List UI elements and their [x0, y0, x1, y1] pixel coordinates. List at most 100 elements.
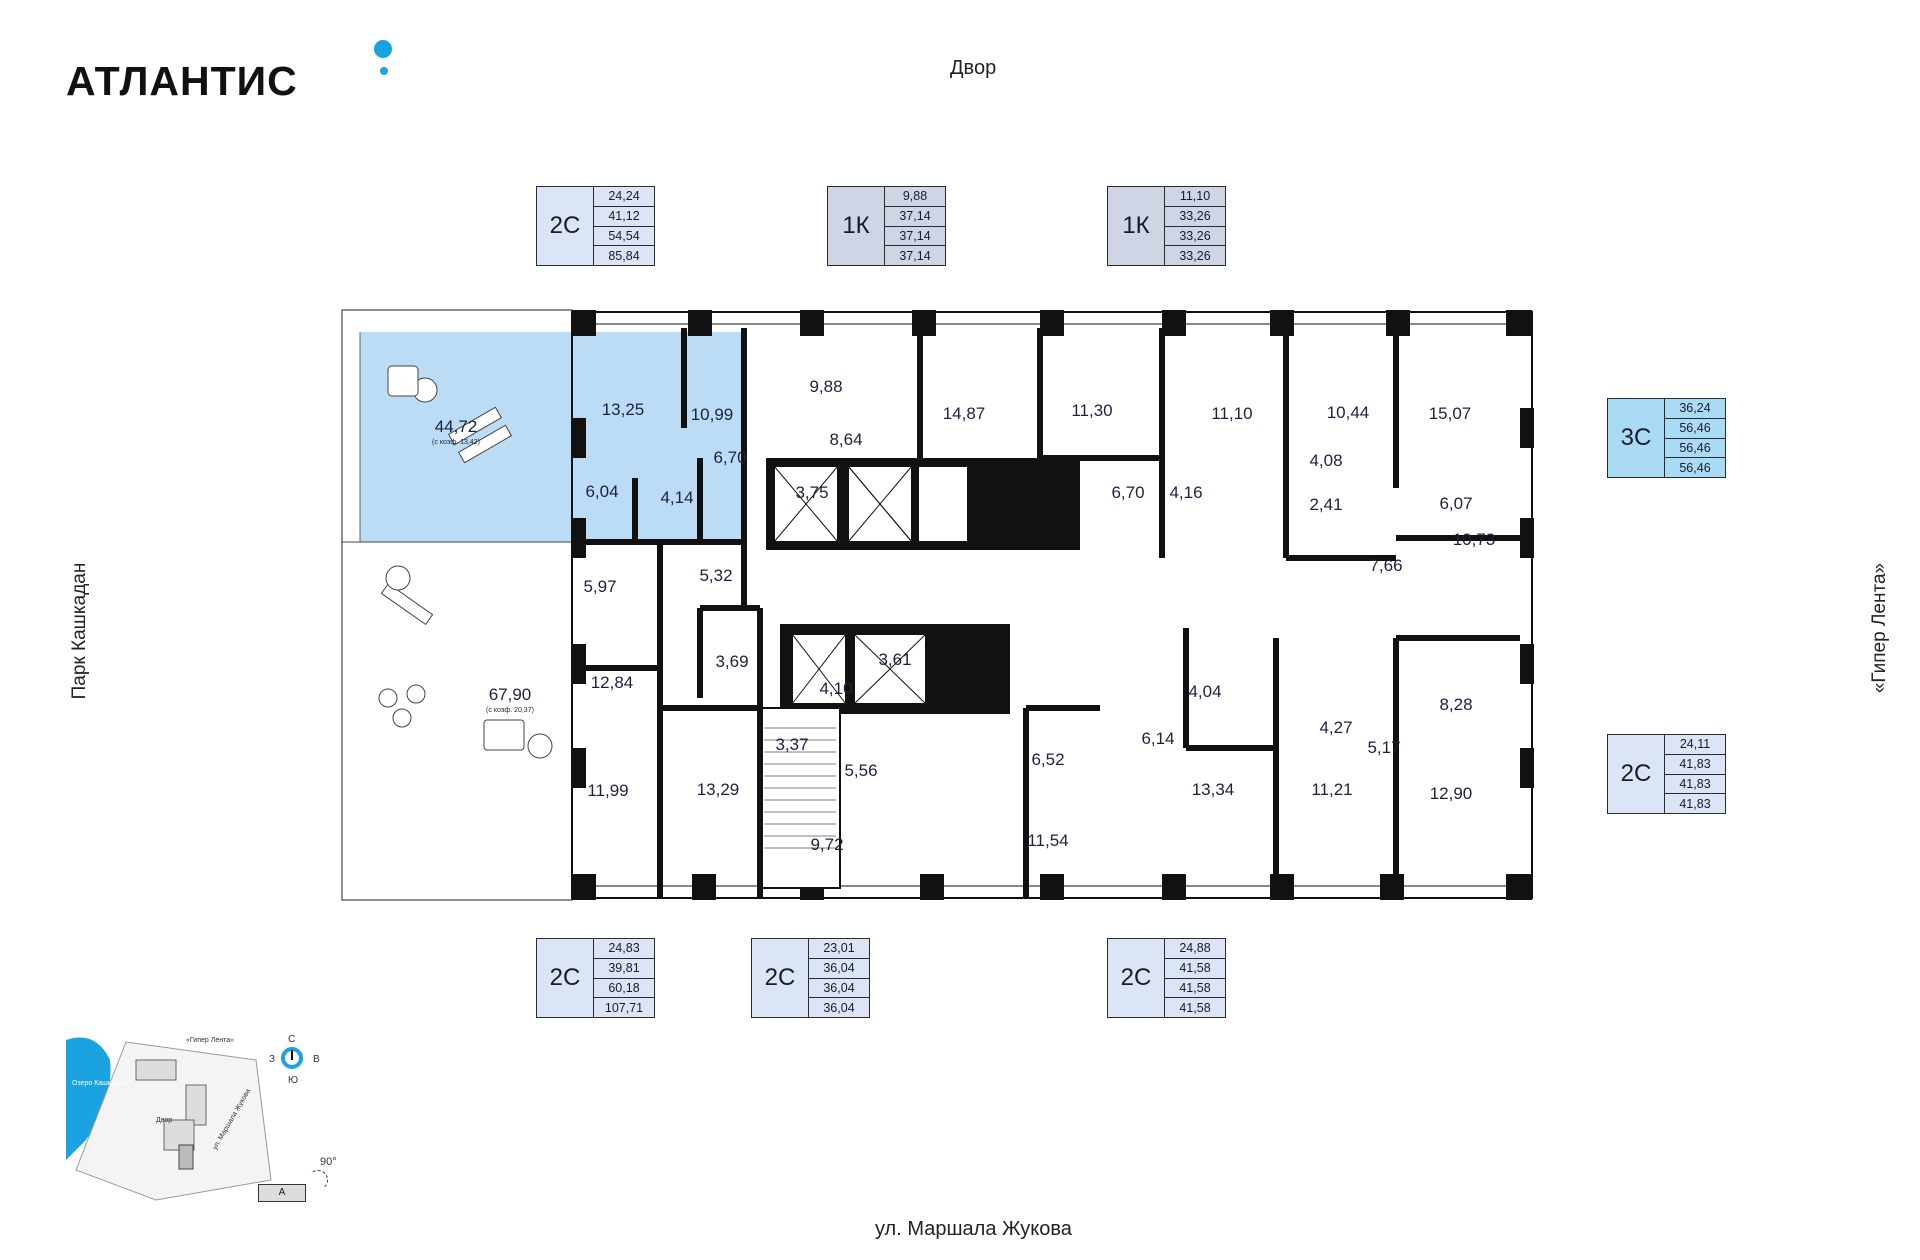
room-area: 4,08 — [1309, 451, 1342, 470]
room-area: 13,29 — [697, 780, 740, 799]
compass-icon — [281, 1047, 303, 1069]
apartment-value: 11,10 — [1165, 187, 1225, 207]
column — [1270, 310, 1294, 336]
room-area: 4,04 — [1188, 682, 1221, 701]
apartment-value: 37,14 — [885, 227, 945, 247]
column — [920, 874, 944, 900]
minimap-hyper: «Гипер Лента» — [186, 1037, 234, 1044]
apartment-value: 36,04 — [809, 979, 869, 999]
room-area: 6,14 — [1141, 729, 1174, 748]
room-area: 8,64 — [829, 430, 862, 449]
floor-plan: 44,72 (с коэф. 13,42) 67,90 (с коэф. 20,… — [341, 309, 1534, 901]
street-left-label: Парк Кашкадан — [69, 562, 90, 700]
apartment-highlight — [572, 332, 744, 542]
apartment-code: 2С — [752, 939, 809, 1017]
column — [1380, 874, 1404, 900]
building-block — [135, 1059, 177, 1081]
apartment-code: 1К — [828, 187, 885, 265]
room-area: 6,07 — [1439, 494, 1472, 513]
room-area: 6,52 — [1031, 750, 1064, 769]
room-area: 11,99 — [587, 781, 628, 800]
room-area: 6,04 — [585, 482, 618, 501]
column — [1520, 408, 1534, 448]
apartment-value: 41,58 — [1165, 979, 1225, 999]
room-area: 12,90 — [1430, 784, 1473, 803]
room-area: 11,10 — [1211, 404, 1252, 423]
column — [1520, 518, 1534, 558]
room-area: 9,72 — [810, 835, 843, 854]
apartment-value: 41,83 — [1679, 796, 1711, 811]
terrace-furniture — [378, 365, 553, 759]
room-area: 13,34 — [1192, 780, 1235, 799]
room-area: 4,27 — [1319, 718, 1352, 737]
column — [572, 418, 586, 458]
shaft — [917, 465, 969, 543]
apartment-value: 33,26 — [1165, 207, 1225, 227]
apartment-value: 36,24 — [1665, 399, 1725, 419]
minimap-yard: Двор — [156, 1117, 172, 1124]
room-area: 3,69 — [715, 652, 748, 671]
apartment-value: 54,54 — [594, 227, 654, 247]
room-area: 5,56 — [844, 761, 877, 780]
column — [1040, 310, 1064, 336]
apartment-value: 24,11 — [1665, 735, 1725, 755]
street-right-label: «Гипер Лента» — [1869, 562, 1890, 694]
column — [692, 874, 716, 900]
compass-east: В — [313, 1054, 320, 1065]
column — [1506, 874, 1532, 900]
apartment-value: 33,26 — [1165, 227, 1225, 247]
room-area: 11,30 — [1071, 401, 1112, 420]
logo-dot-icon — [374, 40, 392, 58]
apartment-value: 41,58 — [1165, 959, 1225, 979]
stair-elevator-core — [759, 458, 1080, 889]
apartment-value: 24,24 — [594, 187, 654, 207]
apartment-value: 33,26 — [1179, 248, 1211, 263]
room-area: 6,70 — [713, 448, 746, 467]
street-top-label: Двор — [950, 57, 997, 79]
column — [1162, 874, 1186, 900]
room-area: 5,97 — [583, 577, 616, 596]
column — [572, 748, 586, 788]
room-area: 3,37 — [775, 735, 808, 754]
apartment-value: 56,46 — [1665, 419, 1725, 439]
apartment-value: 41,12 — [594, 207, 654, 227]
brand-logo: АТЛАНТИС — [66, 58, 298, 104]
apartment-value: 37,14 — [899, 248, 931, 263]
apartment-value: 36,04 — [809, 959, 869, 979]
room-area: 5,17 — [1367, 738, 1400, 757]
room-area: 5,32 — [699, 566, 732, 585]
room-area: 9,88 — [809, 377, 842, 396]
room-area: 14,87 — [943, 404, 986, 423]
rotation-arrow-icon — [308, 1170, 328, 1190]
street-bottom-label: ул. Маршала Жукова — [875, 1218, 1072, 1240]
apartment-code: 2С — [1108, 939, 1165, 1017]
stair-steps — [764, 727, 836, 849]
room-area: 13,25 — [602, 400, 645, 419]
apartment-value: 41,83 — [1665, 775, 1725, 795]
room-area: 67,90 — [489, 685, 532, 704]
chair-icon — [406, 684, 426, 704]
room-area: 7,66 — [1369, 556, 1402, 575]
column — [572, 644, 586, 684]
apartment-value: 85,84 — [608, 248, 640, 263]
room-area: 11,21 — [1311, 780, 1352, 799]
apartment-value: 107,71 — [604, 1000, 644, 1015]
sunbed-icon — [457, 424, 513, 464]
interior-walls — [580, 328, 1520, 898]
room-area-note: (с коэф. 13,42) — [432, 439, 480, 446]
column — [1520, 748, 1534, 788]
room-area: 2,41 — [1309, 495, 1342, 514]
sunbed-icon — [447, 406, 503, 446]
chair-icon — [378, 688, 398, 708]
apartment-value: 24,88 — [1165, 939, 1225, 959]
apartment-value: 56,46 — [1679, 460, 1711, 475]
room-labels: 44,72 (с коэф. 13,42) 67,90 (с коэф. 20,… — [432, 377, 1495, 854]
